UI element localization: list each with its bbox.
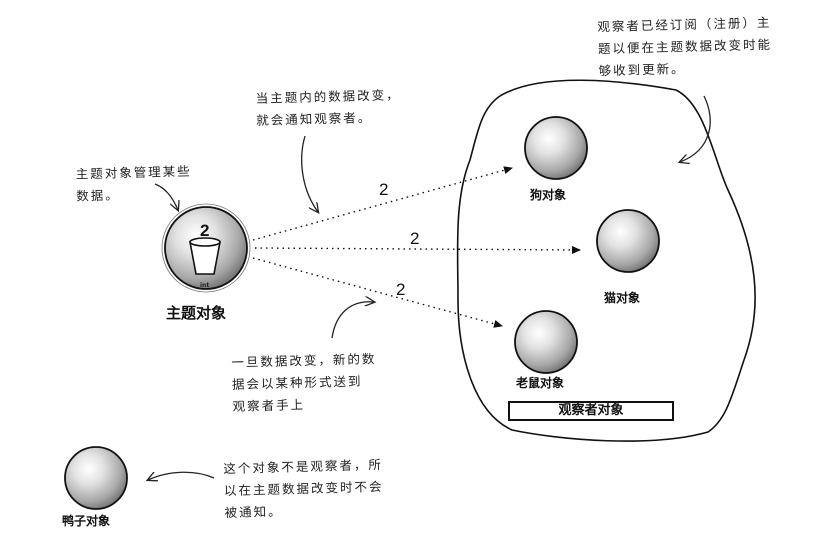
subject-value: 2 bbox=[200, 221, 209, 240]
arrow-cat-value: 2 bbox=[410, 229, 420, 248]
arrow-dog-value: 2 bbox=[379, 180, 389, 199]
arrow-to-dog bbox=[252, 166, 513, 241]
note-not-observer: 这个对象不是观察者，所 以在主题数据改变时不会 被通知。 bbox=[223, 456, 384, 521]
subject-object: 2 int bbox=[161, 203, 251, 293]
arrow-to-cat bbox=[254, 245, 581, 254]
subject-label: 主题对象 bbox=[166, 304, 227, 322]
dog-label: 狗对象 bbox=[530, 188, 567, 202]
duck-label: 鸭子对象 bbox=[62, 514, 111, 528]
pointer-not-observer-note bbox=[148, 471, 215, 480]
cat-object bbox=[596, 209, 660, 273]
duck-object bbox=[64, 446, 128, 510]
pointer-change-note bbox=[301, 135, 318, 212]
pointer-new-data-note bbox=[331, 302, 374, 339]
cat-label: 猫对象 bbox=[604, 291, 641, 305]
pointer-subject-note bbox=[154, 183, 178, 210]
arrow-to-mouse bbox=[252, 257, 503, 328]
observer-group-label: 观察者对象 bbox=[508, 401, 674, 421]
mouse-object bbox=[514, 310, 578, 374]
arrow-mouse-value: 2 bbox=[396, 280, 406, 299]
note-subject-manages: 主题对象管理某些 数据。 bbox=[75, 163, 192, 204]
note-observers-registered: 观察者已经订阅（注册）主 题以便在主题数据改变时能 够收到更新。 bbox=[597, 14, 773, 79]
pointer-observer-note bbox=[680, 95, 711, 162]
cup-icon bbox=[189, 237, 221, 275]
cup-label: int bbox=[200, 282, 209, 289]
note-new-data-sent: 一旦数据改变，新的数 据会以某种形式送到 观察者手上 bbox=[231, 351, 377, 414]
dog-object bbox=[524, 116, 588, 180]
observer-group-outline bbox=[456, 79, 756, 442]
note-data-change-notify: 当主题内的数据改变， 就会通知观察者。 bbox=[255, 87, 401, 128]
mouse-label: 老鼠对象 bbox=[516, 376, 565, 390]
